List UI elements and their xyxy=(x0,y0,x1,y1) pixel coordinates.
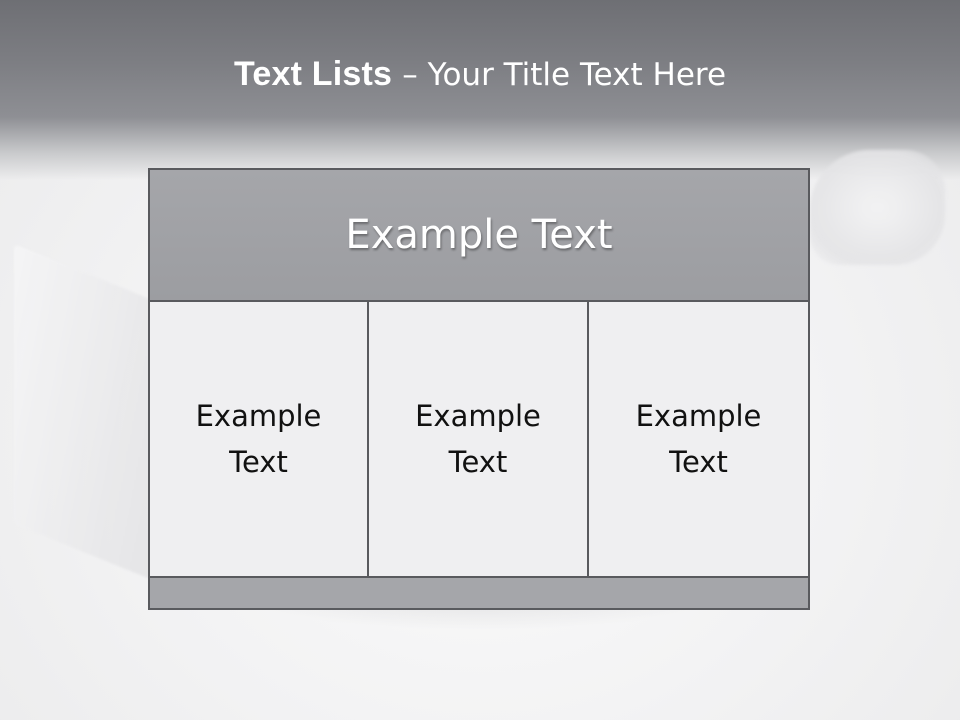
table-column-2: Example Text xyxy=(369,302,589,576)
table-column-1-text: Example Text xyxy=(195,399,322,479)
background-figure-image xyxy=(810,150,945,265)
slide-title: Text Lists – Your Title Text Here xyxy=(0,52,960,97)
table-column-1: Example Text xyxy=(150,302,369,576)
table-column-3: Example Text xyxy=(589,302,808,576)
slide-title-bold: Text Lists xyxy=(233,55,393,93)
table-column-2-text: Example Text xyxy=(415,399,541,479)
title-band xyxy=(0,0,960,180)
slide-title-subtitle: – Your Title Text Here xyxy=(402,57,727,93)
table-column-3-text: Example Text xyxy=(635,399,762,479)
table-footer-bar xyxy=(150,576,808,608)
text-list-table: Example Text Example Text Example Text E… xyxy=(148,168,810,610)
table-header-cell: Example Text xyxy=(150,170,808,302)
